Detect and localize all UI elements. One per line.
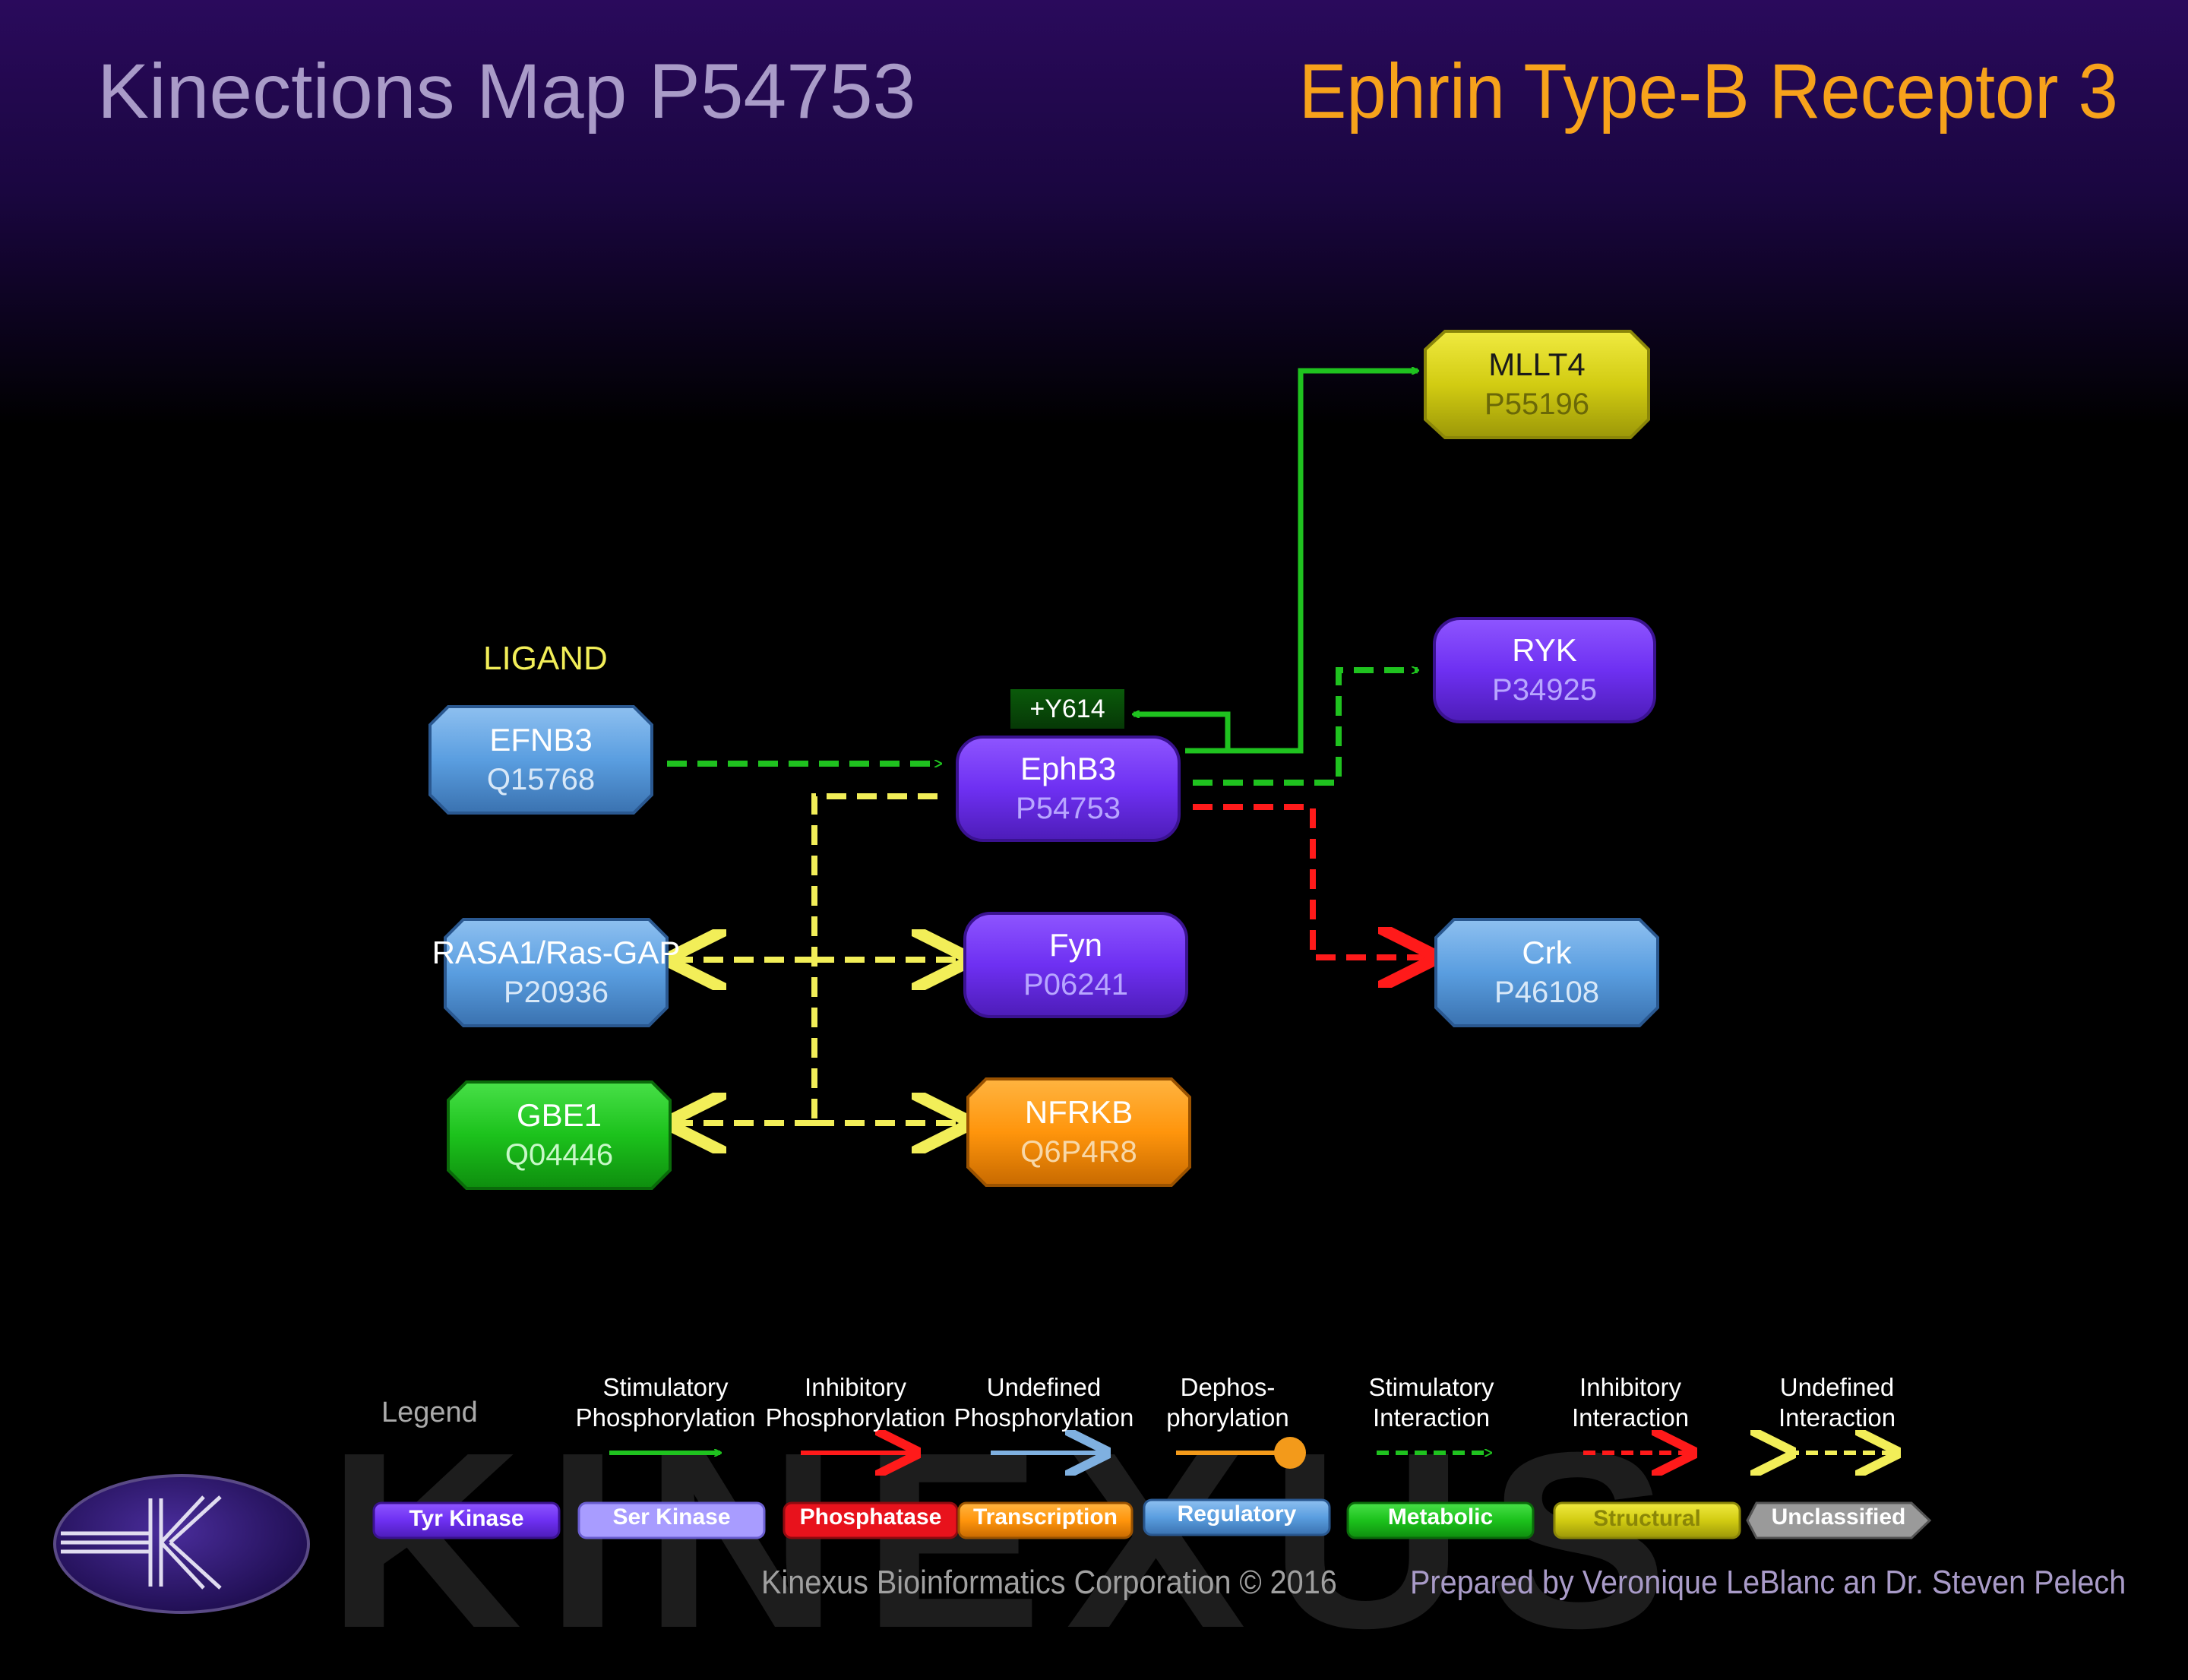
legend-label-line: Undefined — [1779, 1373, 1895, 1401]
node-crk-name: Crk — [1522, 935, 1572, 970]
legend-box-regulatory — [1143, 1498, 1331, 1536]
node-mllt4-name: MLLT4 — [1488, 346, 1586, 382]
node-crk-accession: P46108 — [1494, 976, 1599, 1009]
legend-box-ser-kinase — [577, 1501, 766, 1539]
legend-label-line: Interaction — [1778, 1403, 1896, 1432]
kinexus-watermark: KINEXUS — [327, 1400, 1691, 1680]
node-fyn-shape[interactable] — [963, 912, 1188, 1018]
protein-title: Ephrin Type-B Receptor 3 — [1298, 48, 2118, 134]
credit-text: Prepared by Veronique LeBlanc an Dr. Ste… — [1410, 1564, 2126, 1601]
node-efnb3-name: EFNB3 — [489, 722, 593, 758]
node-fyn-accession: P06241 — [1023, 968, 1128, 1001]
copyright-text: Kinexus Bioinformatics Corporation © 201… — [761, 1564, 1337, 1601]
phosphosite-tag: +Y614 — [1010, 689, 1124, 729]
legend-label-stim-phos: Stimulatory Phosphorylation — [574, 1372, 757, 1433]
legend-label-inhib-phos: Inhibitory Phosphorylation — [764, 1372, 947, 1433]
legend-box-structural — [1553, 1501, 1741, 1539]
legend-label-undef-int: Undefined Interaction — [1746, 1372, 1928, 1433]
legend-label-line: Inhibitory — [805, 1373, 906, 1401]
legend-category-unclassified: Unclassified — [1771, 1504, 1906, 1530]
node-gbe1-accession: Q04446 — [504, 1138, 614, 1172]
node-ryk-name: RYK — [1512, 632, 1577, 668]
node-nfrkb-accession: Q6P4R8 — [1020, 1135, 1137, 1169]
node-efnb3-shape[interactable] — [428, 705, 653, 815]
node-mllt4-shape[interactable] — [1424, 330, 1650, 439]
node-ephb3-accession: P54753 — [1016, 792, 1121, 825]
legend-label-line: Interaction — [1571, 1403, 1690, 1432]
legend-title: Legend — [381, 1397, 478, 1428]
node-efnb3-accession: Q15768 — [486, 763, 596, 796]
node-nfrkb[interactable]: NFRKB Q6P4R8 — [968, 1079, 1190, 1185]
legend-label-line: Stimulatory — [1368, 1373, 1494, 1401]
legend-label-line: Phosphorylation — [765, 1403, 946, 1432]
node-rasa1-shape[interactable] — [444, 918, 669, 1027]
node-efnb3[interactable]: EFNB3 Q15768 — [430, 707, 652, 813]
node-nfrkb-shape[interactable] — [966, 1077, 1191, 1187]
node-fyn[interactable]: Fyn P06241 — [965, 913, 1187, 1017]
legend-category-structural: Structural — [1593, 1506, 1701, 1531]
legend-label-line: Phosphorylation — [953, 1403, 1134, 1432]
node-gbe1-shape[interactable] — [447, 1080, 672, 1190]
node-ryk-shape[interactable] — [1433, 617, 1656, 723]
legend-category-regulatory: Regulatory — [1177, 1501, 1297, 1527]
header-background — [0, 0, 2188, 426]
map-title: Kinections Map P54753 — [97, 48, 916, 134]
node-mllt4[interactable]: MLLT4 P55196 — [1425, 331, 1649, 438]
legend-categories — [372, 1498, 1932, 1539]
legend-box-metabolic — [1346, 1501, 1535, 1539]
node-ephb3-shape[interactable] — [956, 736, 1181, 842]
edge-ephb3-y614 — [1134, 714, 1231, 754]
legend-label-dephos: Dephos- phorylation — [1137, 1372, 1319, 1433]
node-gbe1[interactable]: GBE1 Q04446 — [448, 1082, 670, 1188]
node-ryk[interactable]: RYK P34925 — [1434, 619, 1655, 722]
kinexus-logo-mark — [61, 1495, 222, 1590]
legend-label-inhib-int: Inhibitory Interaction — [1539, 1372, 1722, 1433]
node-gbe1-name: GBE1 — [516, 1097, 602, 1133]
edge-ephb3-crk — [1193, 804, 1427, 957]
legend-label-line: Undefined — [986, 1373, 1102, 1401]
legend-box-phosphatase — [783, 1501, 959, 1539]
legend-label-line: Dephos- — [1180, 1373, 1276, 1401]
edge-ephb3-mllt4 — [1228, 371, 1418, 754]
legend-label-line: Interaction — [1372, 1403, 1491, 1432]
ligand-label: LIGAND — [483, 640, 608, 677]
legend-box-tyr-kinase — [372, 1501, 561, 1539]
node-ephb3-name: EphB3 — [1020, 751, 1117, 786]
node-crk-shape[interactable] — [1434, 918, 1659, 1027]
node-rasa1-accession: P20936 — [504, 976, 609, 1009]
legend-category-transcription: Transcription — [972, 1504, 1118, 1530]
legend-category-metabolic: Metabolic — [1387, 1504, 1494, 1530]
node-nfrkb-name: NFRKB — [1024, 1094, 1134, 1130]
edge-ephb3-undefined-group — [678, 793, 960, 1123]
legend-label-line: Phosphorylation — [575, 1403, 756, 1432]
edge-ephb3-ryk — [1193, 670, 1418, 786]
legend-label-stim-int: Stimulatory Interaction — [1340, 1372, 1522, 1433]
legend-box-transcription — [957, 1501, 1134, 1539]
node-ryk-accession: P34925 — [1492, 673, 1597, 707]
legend-label-undef-phos: Undefined Phosphorylation — [953, 1372, 1135, 1433]
node-rasa1[interactable]: RASA1/Ras-GAP P20936 — [432, 919, 681, 1026]
node-mllt4-accession: P55196 — [1484, 388, 1589, 421]
node-crk[interactable]: Crk P46108 — [1436, 919, 1658, 1026]
legend-label-line: Stimulatory — [602, 1373, 729, 1401]
node-fyn-name: Fyn — [1048, 927, 1102, 963]
legend-category-ser-kinase: Ser Kinase — [612, 1504, 731, 1530]
legend-category-tyr-kinase: Tyr Kinase — [409, 1506, 524, 1531]
legend-label-line: phorylation — [1166, 1403, 1289, 1432]
legend-box-unclassified — [1746, 1501, 1932, 1539]
legend-label-line: Inhibitory — [1579, 1373, 1681, 1401]
legend-category-phosphatase: Phosphatase — [799, 1504, 942, 1530]
node-rasa1-name: RASA1/Ras-GAP — [432, 935, 681, 970]
node-ephb3[interactable]: EphB3 P54753 — [957, 737, 1179, 840]
pathway-diagram — [61, 330, 1932, 1590]
